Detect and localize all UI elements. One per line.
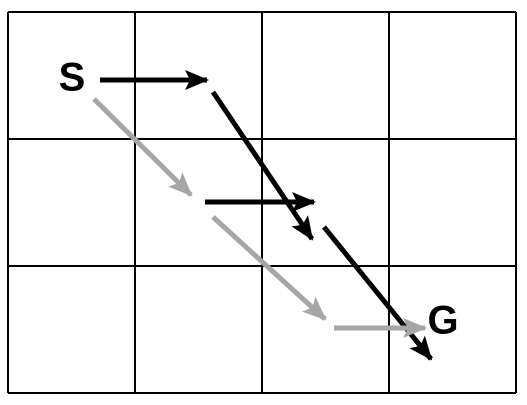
grey-path-arrow-down-right-1 (92, 97, 193, 197)
grid (7, 11, 517, 394)
black-path-arrow-down-right-3 (322, 225, 433, 361)
black-path-arrow-down-right-2 (210, 90, 315, 241)
arrows (92, 70, 433, 361)
labels: S G (59, 56, 459, 343)
start-label: S (59, 56, 86, 100)
grey-path-arrow-down-right-2 (211, 215, 327, 321)
goal-label: G (427, 299, 458, 343)
